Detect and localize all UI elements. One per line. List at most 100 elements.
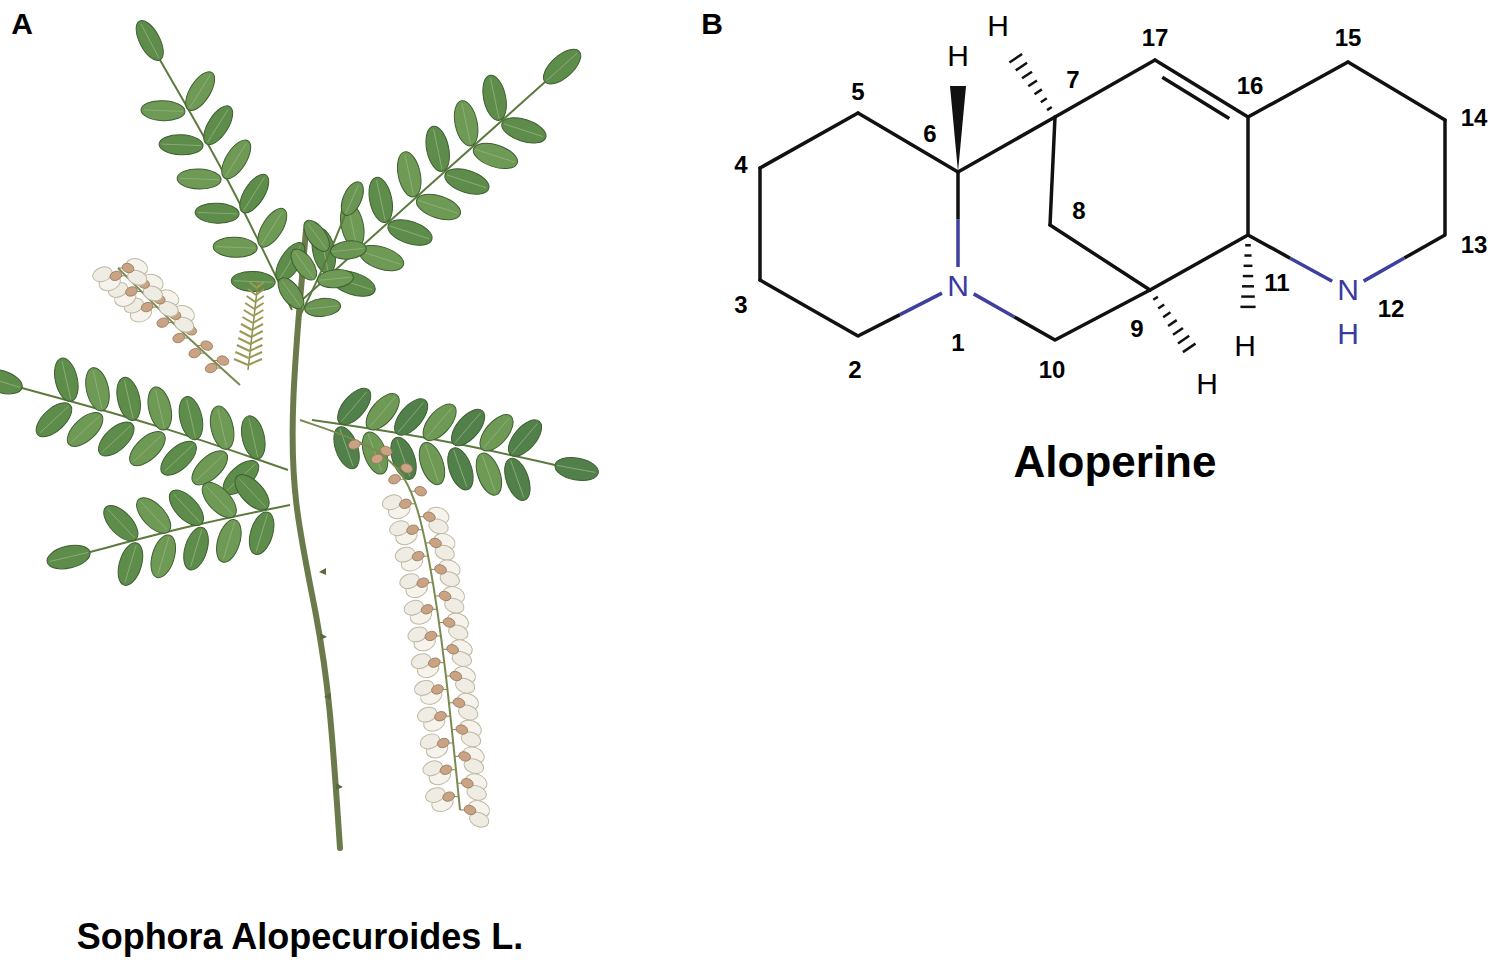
leaflet: [98, 500, 144, 547]
flower: [418, 729, 453, 762]
compound-leaf: [273, 178, 368, 320]
leaflet-midrib: [158, 537, 169, 574]
bond: [1055, 60, 1155, 117]
leaflet-blade: [179, 524, 213, 572]
leaflet-blade: [304, 297, 342, 319]
leaflet-midrib: [484, 418, 509, 448]
atom-number: 1: [950, 331, 965, 355]
young-leaflet: [249, 352, 262, 358]
leaflet-midrib: [187, 400, 196, 438]
calyx: [109, 270, 123, 283]
calyx: [422, 510, 436, 523]
leaflet: [213, 237, 258, 259]
leaflet-blade: [212, 517, 246, 565]
calyx: [411, 550, 425, 563]
calyx: [347, 438, 361, 451]
leaflet-blade: [146, 532, 180, 580]
compound-leaf: [312, 383, 600, 504]
leaflet-blade: [195, 202, 240, 224]
raceme-axis: [118, 268, 240, 385]
atom-number: 13: [1460, 233, 1489, 257]
young-leaflet: [249, 282, 256, 288]
flower: [425, 530, 460, 563]
leaflet-blade: [45, 541, 93, 572]
flower: [380, 490, 415, 523]
hash-stroke: [1240, 306, 1255, 309]
leaflet-midrib: [206, 486, 233, 514]
leaflet-midrib: [144, 110, 183, 111]
leaflet-midrib: [390, 226, 429, 239]
leaflet-midrib: [71, 416, 100, 443]
leaflet-midrib: [180, 178, 219, 179]
leaflet: [238, 413, 269, 461]
leaflet: [538, 43, 587, 90]
leaflet-midrib: [332, 248, 363, 251]
leaflet-blade: [442, 164, 493, 199]
calyx: [430, 683, 444, 696]
leaflet-midrib: [141, 24, 159, 58]
bond: [1348, 62, 1445, 120]
leaflet-blade: [443, 444, 478, 493]
leaflet-midrib: [198, 212, 237, 213]
bond: [1155, 60, 1248, 117]
leaflet-midrib: [173, 494, 200, 522]
leaflet-midrib: [141, 502, 168, 530]
calyx: [433, 710, 447, 723]
leaflet: [500, 455, 535, 504]
calyx: [460, 777, 474, 790]
bond: [760, 113, 858, 168]
rachis: [302, 82, 545, 300]
atom-label: N: [946, 271, 970, 301]
leaflet: [234, 170, 274, 218]
atom-number: 12: [1377, 297, 1406, 321]
leaflet-blade: [216, 135, 256, 183]
leaflet-blade: [502, 414, 547, 462]
leaflet-blade: [113, 375, 144, 423]
calyx: [400, 462, 414, 475]
calyx: [428, 537, 442, 550]
flower: [400, 462, 414, 475]
stem: [293, 230, 343, 848]
flower: [413, 485, 427, 498]
calyx: [420, 603, 434, 616]
atom-number: 3: [733, 293, 748, 317]
calyx: [449, 670, 463, 683]
bond: [1364, 258, 1405, 281]
leaflet-blade: [299, 216, 335, 256]
leaflet: [286, 245, 322, 285]
rachis: [160, 60, 292, 310]
leaflet-blade: [144, 385, 175, 433]
young-leaflet: [255, 296, 264, 302]
young-leaflet: [248, 359, 262, 365]
bond: [1150, 235, 1248, 290]
hash-stroke: [1244, 254, 1251, 257]
calyx: [441, 790, 455, 803]
young-leaflet: [238, 338, 250, 344]
leaflet-midrib: [377, 180, 385, 220]
hash-stroke: [1047, 107, 1052, 110]
leaflet-midrib: [454, 450, 467, 487]
flower: [172, 332, 186, 345]
leaflet-blade: [286, 245, 322, 285]
leaflet-midrib: [262, 212, 283, 245]
calyx: [121, 262, 135, 275]
hash-stroke: [1022, 72, 1032, 79]
leaflet-blade: [553, 454, 600, 484]
leaflet-blade: [385, 215, 436, 250]
flower: [415, 702, 450, 735]
leaflet: [195, 202, 240, 224]
bonds: [760, 60, 1445, 340]
thorn: [320, 633, 327, 640]
bond: [1050, 117, 1055, 225]
leaflet-midrib: [546, 53, 577, 80]
calyx: [172, 332, 186, 345]
flower: [370, 453, 384, 466]
hash-stroke: [1243, 275, 1253, 278]
leaflet-blade: [207, 404, 238, 452]
leaflet-midrib: [162, 144, 201, 145]
hash-stroke: [1242, 285, 1254, 288]
calyx: [398, 498, 412, 511]
flower: [91, 262, 126, 295]
leaflet-midrib: [216, 247, 255, 248]
flower: [118, 255, 153, 288]
